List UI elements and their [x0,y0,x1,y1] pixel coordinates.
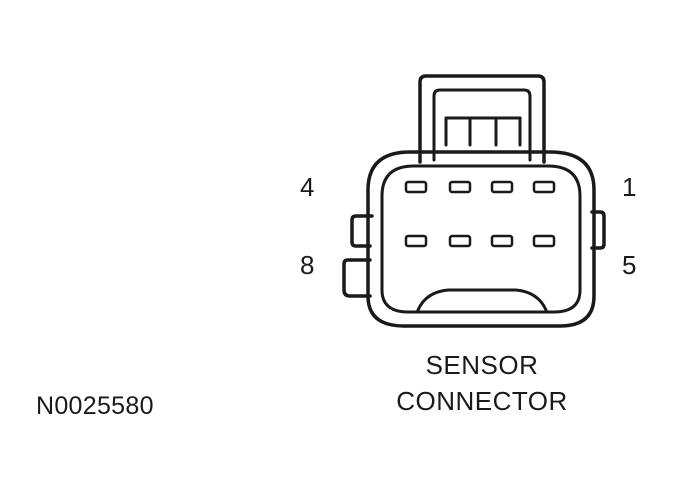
connector-housing [366,150,596,328]
pin-label-bottom-left: 8 [300,250,315,280]
caption-line-1: SENSOR [425,350,539,380]
locking-tab [418,74,546,164]
pin-label-top-right: 1 [622,172,637,202]
pin-label-bottom-right: 5 [622,250,637,280]
polarization-key [416,288,548,312]
side-keys [342,210,606,298]
connector-inner-face [380,164,582,314]
terminal-cavity [404,234,428,248]
terminal-cavity [404,180,428,194]
terminal-cavity [490,180,514,194]
terminal-cavity [490,234,514,248]
terminal-row-top [404,180,556,194]
terminal-cavity [448,234,472,248]
terminal-cavity [532,180,556,194]
figure-id: N0025580 [36,392,154,420]
terminal-row-bottom [404,234,556,248]
terminal-cavity [448,180,472,194]
terminal-cavity [532,234,556,248]
caption-line-2: CONNECTOR [396,386,568,416]
pin-label-top-left: 4 [300,172,315,202]
